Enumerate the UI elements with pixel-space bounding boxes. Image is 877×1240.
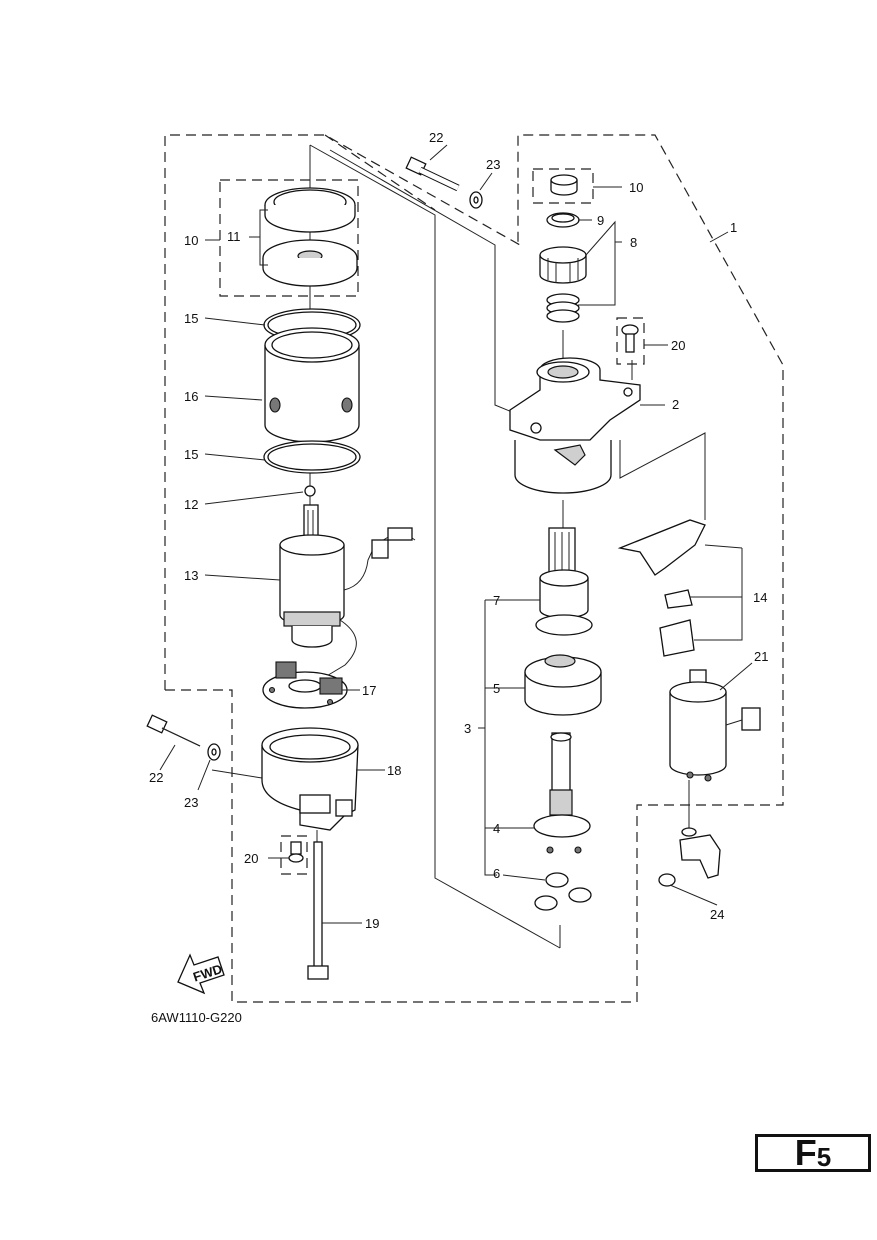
part-screw-20-upper [621,324,639,353]
callout-23-left: 23 [184,795,198,810]
part-yoke-16 [264,327,360,443]
part-bolt-22-top [405,156,460,192]
callout-12: 12 [184,497,198,512]
part-housing-2 [509,357,641,494]
part-ball-12 [304,485,316,497]
callout-14: 14 [753,590,767,605]
part-drive-shaft-4 [533,732,591,854]
callout-3: 3 [464,721,471,736]
callout-21: 21 [754,649,768,664]
callout-numbers: 1 2 3 4 5 6 7 8 9 10 10 11 12 13 14 15 1… [149,130,768,931]
callout-10-seal-kit: 10 [184,233,198,248]
part-end-cover-18 [261,727,359,831]
part-washer-23-top [469,191,483,209]
callout-18: 18 [387,763,401,778]
callout-17: 17 [362,683,376,698]
part-washer-23-left [207,743,221,761]
part-cap-10 [550,174,578,196]
callout-20-upper: 20 [671,338,685,353]
part-clip-9 [546,212,580,228]
part-through-bolt-19 [307,841,329,980]
callout-23-top: 23 [486,157,500,172]
callout-13: 13 [184,568,198,583]
part-o-ring-15-lower [263,440,361,474]
callout-10-cap: 10 [629,180,643,195]
callout-19: 19 [365,916,379,931]
page-badge: F 5 [755,1132,871,1173]
fwd-arrow-icon: FWD [177,953,225,995]
callout-2: 2 [672,397,679,412]
part-seal-plate-11b [262,239,358,287]
part-pinion-8 [539,246,587,284]
part-brush-holder-17 [262,619,357,709]
part-gear-case-5 [524,654,602,716]
callout-leaders [159,144,753,924]
screw-box-upper [616,317,645,365]
callout-11: 11 [227,229,241,244]
seal-kit-box [219,179,359,297]
diagram-code: 6AW1110-G220 [151,1010,242,1025]
callout-20-lower: 20 [244,851,258,866]
part-seal-ring-11a [264,187,356,233]
page-letter: F [794,1132,817,1173]
part-lever-14 [617,519,706,657]
callout-16: 16 [184,389,198,404]
callout-8: 8 [630,235,637,250]
assembly-boundaries [164,134,784,1003]
callout-1: 1 [730,220,737,235]
callout-15-lower: 15 [184,447,198,462]
callout-24: 24 [710,907,724,922]
callout-6: 6 [493,866,500,881]
callout-5: 5 [493,681,500,696]
part-bolt-22-left [146,714,201,747]
part-spring-8 [546,293,580,323]
callout-15-upper: 15 [184,311,198,326]
callout-22-top: 22 [429,130,443,145]
part-screw-20-lower [288,841,304,863]
callout-22-left: 22 [149,770,163,785]
part-gears-6 [534,872,592,911]
part-shaft-7 [535,527,593,636]
part-solenoid-21 [669,669,761,782]
callout-9: 9 [597,213,604,228]
page-number: 5 [816,1141,832,1172]
part-bracket-24 [658,827,721,887]
callout-7: 7 [493,593,500,608]
part-armature-13 [279,504,416,648]
callout-4: 4 [493,821,500,836]
